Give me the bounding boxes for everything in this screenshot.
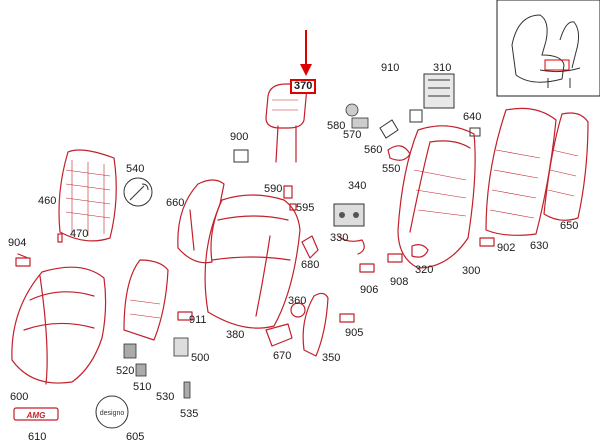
- callout-900[interactable]: 900: [230, 131, 249, 143]
- module-310: [423, 73, 455, 109]
- amg-badge-text: AMG: [26, 411, 46, 420]
- callout-680[interactable]: 680: [301, 259, 320, 271]
- callout-640[interactable]: 640: [463, 111, 482, 123]
- callout-570[interactable]: 570: [343, 129, 362, 141]
- callout-370[interactable]: 370: [290, 79, 317, 94]
- part-595: [289, 203, 297, 211]
- callout-600[interactable]: 600: [10, 391, 29, 403]
- callout-905[interactable]: 905: [345, 327, 364, 339]
- callout-610[interactable]: 610: [28, 431, 47, 443]
- part-670: [265, 323, 293, 347]
- callout-350[interactable]: 350: [322, 352, 341, 364]
- part-360: [290, 302, 306, 318]
- callout-330[interactable]: 330: [330, 232, 349, 244]
- callout-580[interactable]: 580: [327, 120, 346, 132]
- side-panel-660: [177, 179, 225, 264]
- bracket-680: [301, 235, 319, 259]
- tag-902: [479, 237, 495, 247]
- callout-535[interactable]: 535: [180, 408, 199, 420]
- callout-906[interactable]: 906: [360, 284, 379, 296]
- module-500: [123, 259, 189, 357]
- cover-350: [302, 292, 329, 357]
- motor-340: [333, 203, 365, 227]
- callout-510[interactable]: 510: [133, 381, 152, 393]
- callout-630[interactable]: 630: [530, 240, 549, 252]
- callout-650[interactable]: 650: [560, 220, 579, 232]
- backrest-cover-460: [58, 149, 117, 242]
- designo-emblem-text: designo: [100, 410, 125, 417]
- callout-320[interactable]: 320: [415, 264, 434, 276]
- backrest-panel-380: [204, 194, 301, 329]
- tag-904: [15, 253, 31, 267]
- tag-905: [339, 313, 355, 323]
- screw-640: [469, 127, 481, 137]
- callout-911[interactable]: 911: [189, 314, 207, 326]
- highlight-arrow: [300, 30, 312, 76]
- callout-590[interactable]: 590: [264, 183, 283, 195]
- callout-530[interactable]: 530: [156, 391, 175, 403]
- callout-605[interactable]: 605: [126, 431, 145, 443]
- backrest-frame-300: [397, 125, 476, 269]
- small-parts-lower: [123, 343, 191, 399]
- tag-908: [387, 253, 403, 263]
- callout-908[interactable]: 908: [390, 276, 409, 288]
- cable-330: [337, 235, 365, 255]
- part-320: [411, 244, 429, 258]
- callout-910[interactable]: 910: [381, 62, 400, 74]
- frame-630: [485, 107, 557, 236]
- callout-520[interactable]: 520: [116, 365, 135, 377]
- callout-360[interactable]: 360: [288, 295, 307, 307]
- callout-500[interactable]: 500: [191, 352, 210, 364]
- frame-650: [543, 112, 589, 221]
- cushion-cover-600: [11, 266, 107, 385]
- callout-380[interactable]: 380: [226, 329, 245, 341]
- callout-550[interactable]: 550: [382, 163, 401, 175]
- callout-460[interactable]: 460: [38, 195, 57, 207]
- designo-emblem-605: designo: [95, 395, 129, 429]
- part-590: [283, 185, 293, 199]
- callout-660[interactable]: 660: [166, 197, 185, 209]
- callout-300[interactable]: 300: [462, 265, 481, 277]
- callout-902[interactable]: 902: [497, 242, 516, 254]
- callout-904[interactable]: 904: [8, 237, 27, 249]
- callout-470[interactable]: 470: [70, 228, 89, 240]
- backrest-shell-900: [233, 149, 249, 163]
- tag-906: [359, 263, 375, 273]
- wrench-540: [123, 177, 153, 207]
- tag-911: [177, 311, 193, 321]
- callout-595[interactable]: 595: [296, 202, 315, 214]
- headrest-370: [265, 83, 307, 163]
- callout-670[interactable]: 670: [273, 350, 292, 362]
- clip-470: [57, 233, 63, 243]
- amg-badge-610: AMG: [13, 407, 59, 421]
- seat-overview-inset: [496, 0, 600, 97]
- callout-560[interactable]: 560: [364, 144, 383, 156]
- callout-540[interactable]: 540: [126, 163, 145, 175]
- callout-310[interactable]: 310: [433, 62, 452, 74]
- callout-340[interactable]: 340: [348, 180, 367, 192]
